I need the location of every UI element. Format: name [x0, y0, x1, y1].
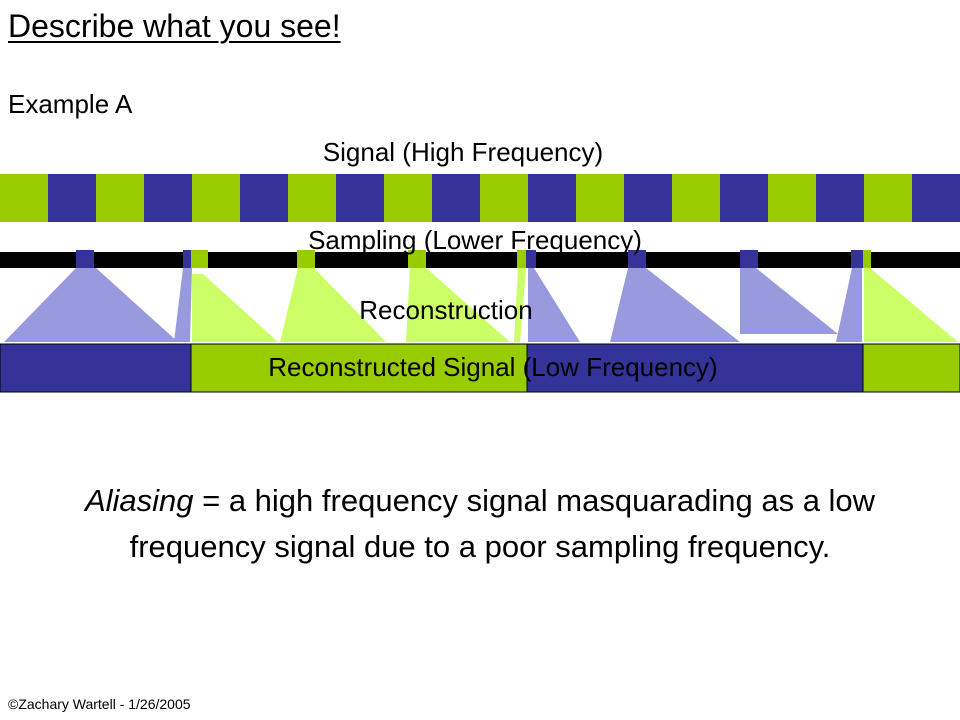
- definition-text: = a high frequency signal masquarading a…: [129, 483, 876, 564]
- reconstructed-segment: [0, 343, 192, 393]
- example-label: Example A: [8, 89, 133, 119]
- sampling-bar: [0, 252, 960, 268]
- signal-stripe: [576, 174, 624, 222]
- reconstruction-shape: [864, 268, 958, 342]
- signal-label: Signal (High Frequency): [322, 137, 604, 167]
- high-frequency-signal: [0, 174, 960, 222]
- signal-stripe: [384, 174, 432, 222]
- sample-point: [183, 250, 191, 268]
- sample-point: [851, 250, 863, 268]
- sample-point: [628, 250, 646, 268]
- sample-point: [863, 250, 871, 268]
- aliasing-definition: Aliasing = a high frequency signal masqu…: [60, 478, 900, 570]
- sample-point: [76, 250, 94, 268]
- signal-stripe: [912, 174, 960, 222]
- reconstruction-shape: [528, 268, 580, 342]
- reconstructed-signal-label: Reconstructed Signal (Low Frequency): [268, 352, 717, 382]
- signal-stripe: [480, 174, 528, 222]
- signal-stripe: [672, 174, 720, 222]
- sample-point: [517, 250, 526, 268]
- signal-stripe: [432, 174, 480, 222]
- reconstruction-shape: [174, 268, 192, 342]
- sample-point: [740, 250, 758, 268]
- reconstruction-shape: [406, 268, 510, 342]
- signal-stripe: [144, 174, 192, 222]
- slide-title: Describe what you see!: [8, 8, 341, 44]
- reconstruction-shape: [192, 274, 278, 342]
- signal-stripe: [720, 174, 768, 222]
- definition-term: Aliasing: [84, 483, 194, 518]
- signal-stripe: [192, 174, 240, 222]
- reconstruction-shapes: [4, 268, 958, 342]
- reconstruction-shape: [836, 268, 862, 342]
- signal-stripe: [336, 174, 384, 222]
- signal-stripe: [528, 174, 576, 222]
- signal-stripe: [288, 174, 336, 222]
- sample-point: [526, 250, 536, 268]
- sample-point: [190, 250, 208, 268]
- reconstruction-shape: [4, 268, 178, 342]
- signal-stripe: [96, 174, 144, 222]
- signal-stripe: [240, 174, 288, 222]
- reconstructed-signal: [0, 343, 960, 393]
- reconstruction-shape: [514, 268, 526, 342]
- signal-stripe: [768, 174, 816, 222]
- reconstruction-shape: [280, 268, 386, 342]
- signal-stripe: [0, 174, 48, 222]
- aliasing-diagram: Sampling (Lower Frequency) Reconstructio…: [0, 174, 960, 393]
- signal-stripe: [624, 174, 672, 222]
- sample-point: [408, 250, 426, 268]
- sampling-label: Sampling (Lower Frequency): [308, 225, 642, 255]
- reconstructed-segment: [190, 343, 528, 393]
- copyright-footer: ©Zachary Wartell - 1/26/2005: [8, 696, 191, 712]
- reconstructed-segment: [526, 343, 864, 393]
- signal-stripe: [48, 174, 96, 222]
- reconstruction-shape: [610, 268, 740, 342]
- reconstruction-label: Reconstruction: [359, 295, 532, 325]
- signal-stripe: [816, 174, 864, 222]
- sample-point: [297, 250, 315, 268]
- sample-points: [76, 250, 871, 268]
- reconstructed-segment: [862, 343, 960, 393]
- signal-stripe: [864, 174, 912, 222]
- reconstruction-shape: [740, 268, 838, 334]
